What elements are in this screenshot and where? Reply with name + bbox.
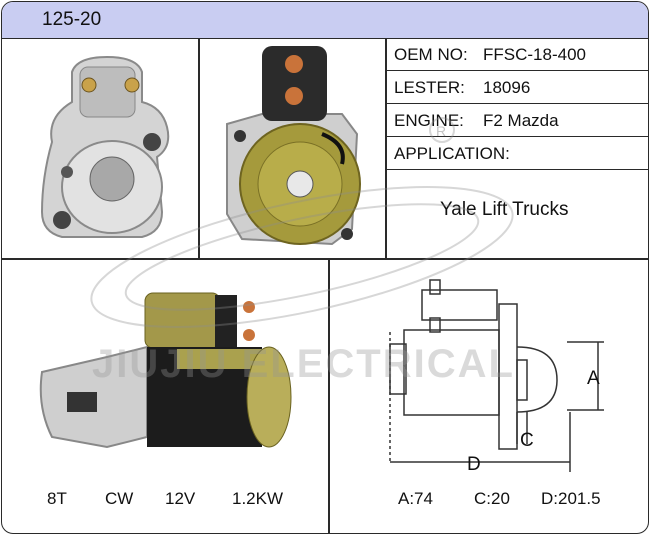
spec-power: 1.2KW [232, 489, 284, 508]
spec-teeth: 8T [47, 489, 67, 508]
spec-row-engine: ENGINE: F2 Mazda [386, 104, 648, 137]
grid-divider-4 [328, 258, 330, 533]
starter-side-photo [39, 292, 292, 449]
lester-value: 18096 [483, 78, 531, 97]
application-label: APPLICATION: [394, 144, 510, 163]
grid-divider-1 [198, 38, 200, 258]
spec-row-lester: LESTER: 18096 [386, 71, 648, 104]
part-number-title: 125-20 [42, 9, 102, 30]
starter-front-photo [40, 55, 170, 238]
dimension-d: D:201.5 [541, 489, 601, 508]
dim-label-a: A [587, 368, 600, 389]
grid-divider-2 [385, 38, 387, 258]
oem-label: OEM NO: [394, 45, 468, 64]
header-bar: 125-20 [2, 2, 648, 39]
dimension-diagram: A C D [389, 279, 604, 475]
spec-row-oem: OEM NO: FFSC-18-400 [386, 38, 648, 71]
engine-label: ENGINE: [394, 111, 464, 130]
watermark-text: JIUJIU ELECTRICAL [92, 342, 515, 386]
dimension-c: C:20 [474, 489, 510, 508]
spec-row-application: APPLICATION: [386, 137, 648, 170]
dim-label-c: C [520, 430, 534, 451]
starter-rear-photo [226, 46, 361, 246]
oem-value: FFSC-18-400 [483, 45, 586, 64]
lester-label: LESTER: [394, 78, 465, 97]
engine-value: F2 Mazda [483, 111, 559, 130]
grid-divider-3 [2, 258, 648, 260]
spec-voltage: 12V [165, 489, 196, 508]
application-value: Yale Lift Trucks [440, 199, 569, 220]
spec-rotation: CW [105, 489, 134, 508]
dimension-a: A:74 [398, 489, 433, 508]
dim-label-d: D [467, 454, 481, 475]
